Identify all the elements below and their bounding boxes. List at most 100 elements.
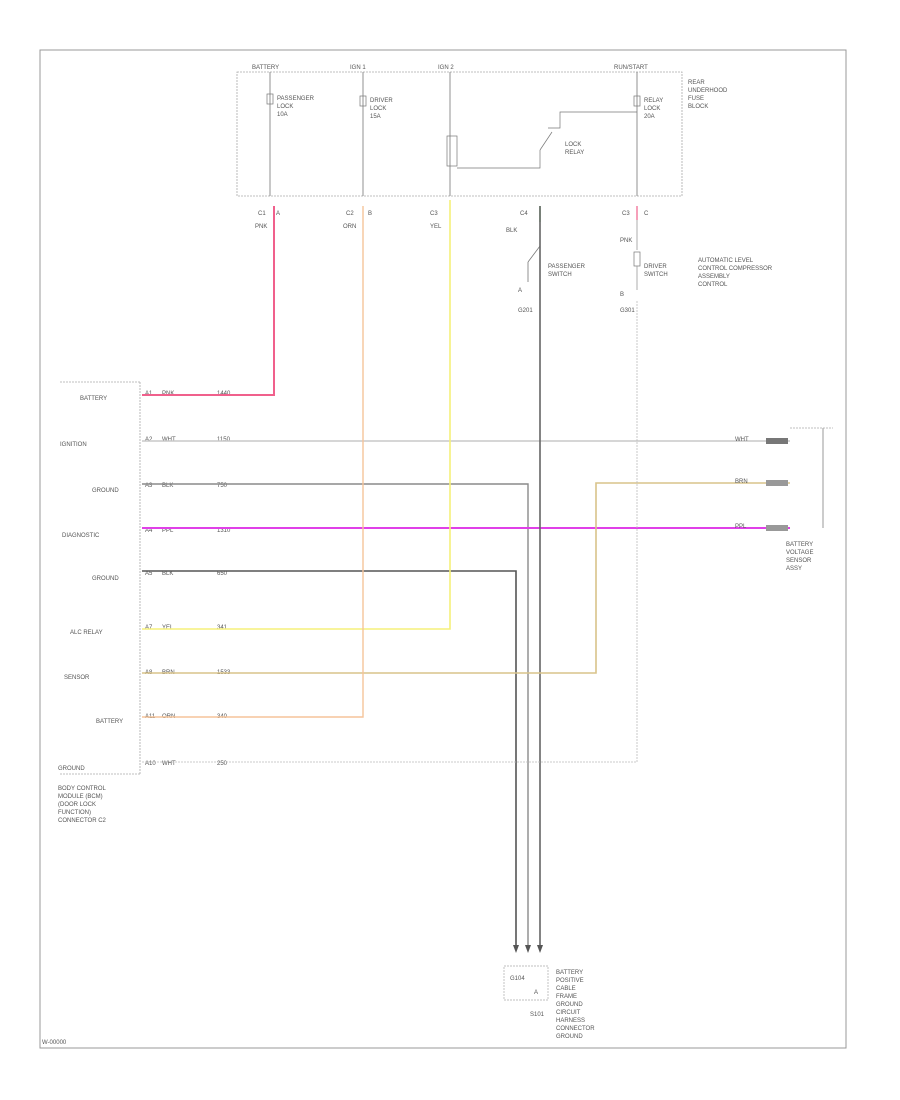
switch-group-label-1: AUTOMATIC LEVEL [698,258,754,264]
pin-5-pin: A5 [145,571,153,577]
wire-wht-ground-dashed [142,300,638,763]
pin-4-label: DIAGNOSTIC [62,533,100,539]
fuse-4-symbol [633,95,641,107]
switch-group-label-3: ASSEMBLY [698,274,730,280]
switch-2-sub: SWITCH [644,272,668,278]
fuse-4-sub: LOCK [644,106,660,112]
switch-1-sub: SWITCH [548,272,572,278]
pin-7-circuit: 341 [217,625,228,631]
pin-7-color: YEL [162,625,174,631]
module-pin-3: GROUND A3 BLK 750 [92,483,228,494]
arrow-1 [513,945,519,953]
pin-4-color: PPL [162,528,174,534]
pin-2-pin: A2 [145,437,153,443]
ground-label-5: GROUND [556,1002,583,1008]
fuse-1-name: PASSENGER [277,96,315,102]
pin-3-color: BLK [162,483,173,489]
fuse-4-rating: 20A [644,114,655,120]
right-terminal-3 [766,525,788,531]
switch-2-ground: G301 [620,308,635,314]
right-label-2: VOLTAGE [786,550,813,556]
module-label-1: BODY CONTROL [58,786,107,792]
wire-label-pnk-2: PNK [620,238,632,244]
pin-2-circuit: 1150 [217,437,231,443]
module-pin-2: IGNITION A2 WHT 1150 [60,437,231,448]
switch-1-wire: BLK [506,228,517,234]
module-label-5: CONNECTOR C2 [58,818,107,824]
pin-2-color: WHT [162,437,176,443]
diagram-id: W-00000 [42,1040,67,1046]
switch-2: DRIVER SWITCH B G301 [620,206,668,314]
wire-label-yel: YEL [430,224,442,230]
relay-sub: RELAY [565,150,584,156]
module-label-3: (DOOR LOCK [58,802,96,808]
wire-pnk-battery [142,206,275,396]
fuse-1-pin: A [276,211,280,217]
pin-3-circuit: 750 [217,483,228,489]
fuse-4-connector: C3 [622,211,630,217]
fuse-source-label-3: IGN 2 [438,65,454,71]
switch-1-contact [527,245,541,263]
pin-7-label: ALC RELAY [70,630,103,636]
switch-2-pin: B [620,292,624,298]
fuse-1: PASSENGER LOCK 10A [266,72,315,196]
ground-connector: G104 A S101 BATTERY POSITIVE CABLE FRAME… [503,945,595,1040]
pin-10-label: GROUND [58,766,85,772]
right-wire-2: BRN [735,479,748,485]
pin-11-label: BATTERY [96,719,123,725]
right-label-3: SENSOR [786,558,812,564]
relay-name: LOCK [565,142,581,148]
fuse-2-name: DRIVER [370,98,393,104]
fuse-1-connector: C1 [258,211,266,217]
module-pin-5: GROUND A5 BLK 650 [92,571,228,582]
relay-link-wire [457,150,541,169]
module-pin-11: BATTERY A11 ORN 340 [96,714,228,725]
fuse-2: DRIVER LOCK 15A [359,72,393,196]
pin-8-label: SENSOR [64,675,90,681]
pin-1-label: BATTERY [80,396,107,402]
diagram-frame [39,49,847,1049]
switch-group-label-4: CONTROL [698,282,728,288]
ground-label-6: CIRCUIT [556,1010,581,1016]
relay-switch-contact [539,131,553,151]
ground-label-7: HARNESS [556,1018,585,1024]
fuse-source-label-4: RUN/START [614,65,648,71]
fuse-2-connector: C2 [346,211,354,217]
fuse-block-title-2: UNDERHOOD [688,88,728,94]
ground-label-4: FRAME [556,994,577,1000]
ground-label-9: GROUND [556,1034,583,1040]
module-pin-8: SENSOR A8 BRN 1533 [64,670,231,681]
pin-3-label: GROUND [92,488,119,494]
module-pin-1: BATTERY A1 PNK 1440 [80,391,231,402]
body-control-module: BODY CONTROL MODULE (BCM) (DOOR LOCK FUN… [58,381,141,824]
right-wire-1: WHT [735,437,749,443]
fuse-block-title-1: REAR [688,80,705,86]
switch-1-pin: A [518,288,522,294]
wire-label-pnk: PNK [255,224,267,230]
ground-pin: A [534,990,538,996]
wire-blk-ground-1 [142,483,529,948]
ground-connector-box [503,965,549,1001]
relay-connector: C4 [520,211,528,217]
right-connector: WHT BRN PPL BATTERY VOLTAGE SENSOR ASSY [735,427,833,572]
wire-brn-sensor [142,482,790,674]
fuse-block-box [236,71,683,197]
relay-coil: LOCK RELAY [446,72,637,196]
pin-10-circuit: 250 [217,761,228,767]
fuse-block: BATTERY IGN 1 IGN 2 RUN/START REAR UNDER… [236,65,728,217]
pin-5-circuit: 650 [217,571,228,577]
right-wire-3: PPL [735,524,747,530]
ground-label-1: BATTERY [556,970,583,976]
pin-4-circuit: 1310 [217,528,231,534]
ground-label-3: CABLE [556,986,576,992]
ground-label-2: POSITIVE [556,978,584,984]
fuse-4-name: RELAY [644,98,663,104]
switch-group-label-2: CONTROL COMPRESSOR [698,266,773,272]
pin-3-pin: A3 [145,483,153,489]
pin-5-color: BLK [162,571,173,577]
pin-4-pin: A4 [145,528,153,534]
fuse-1-rating: 10A [277,112,288,118]
switch-2-name: DRIVER [644,264,667,270]
switch-1: BLK PASSENGER SWITCH A G201 [506,206,586,314]
